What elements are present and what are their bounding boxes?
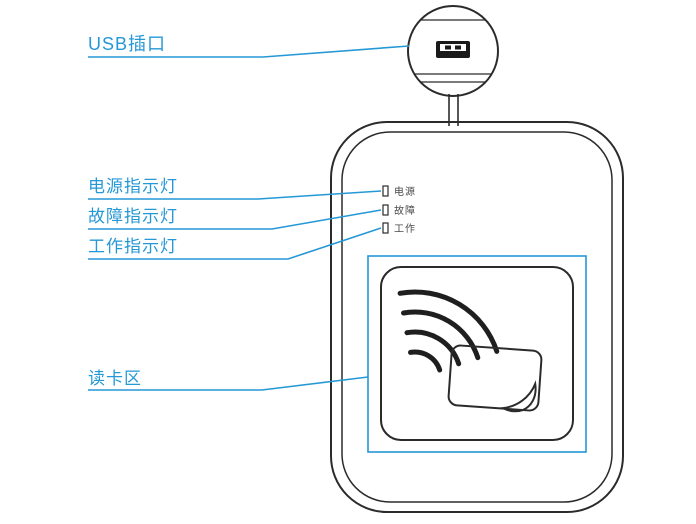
card-area-highlight: [367, 255, 587, 453]
callout-label-work-led: 工作指示灯: [88, 237, 178, 256]
callout-line-usb: [88, 45, 410, 58]
card-area-outline: [380, 266, 574, 441]
callout-label-power-led: 电源指示灯: [88, 177, 178, 196]
detail-circle-outline: [407, 5, 499, 97]
fault-led-label: 故障: [394, 204, 416, 217]
device-body-outline: [330, 121, 624, 513]
usb-stem: [448, 94, 459, 126]
card-curl: [499, 380, 537, 413]
usb-detail-circle: [407, 5, 499, 97]
nfc-waves-icon: [397, 289, 500, 373]
callout-line-power: [88, 190, 382, 200]
callout-lines: [88, 45, 410, 391]
power-led-icon: [382, 185, 389, 197]
callout-line-fault: [88, 209, 382, 230]
usb-port-icon: [436, 41, 470, 58]
card-icon: [447, 344, 543, 413]
fault-led-icon: [382, 204, 389, 216]
callout-label-usb-port: USB插口: [88, 34, 167, 54]
power-led-label: 电源: [394, 185, 416, 198]
callout-line-card-area: [88, 376, 369, 391]
indicator-leds: 电源 故障 工作: [382, 185, 416, 235]
device-body-inner-outline: [341, 131, 613, 503]
work-led-icon: [382, 222, 389, 234]
callout-label-card-area: 读卡区: [88, 369, 142, 388]
work-led-label: 工作: [394, 223, 416, 235]
callout-label-fault-led: 故障指示灯: [88, 207, 178, 226]
callout-line-work: [88, 227, 382, 260]
